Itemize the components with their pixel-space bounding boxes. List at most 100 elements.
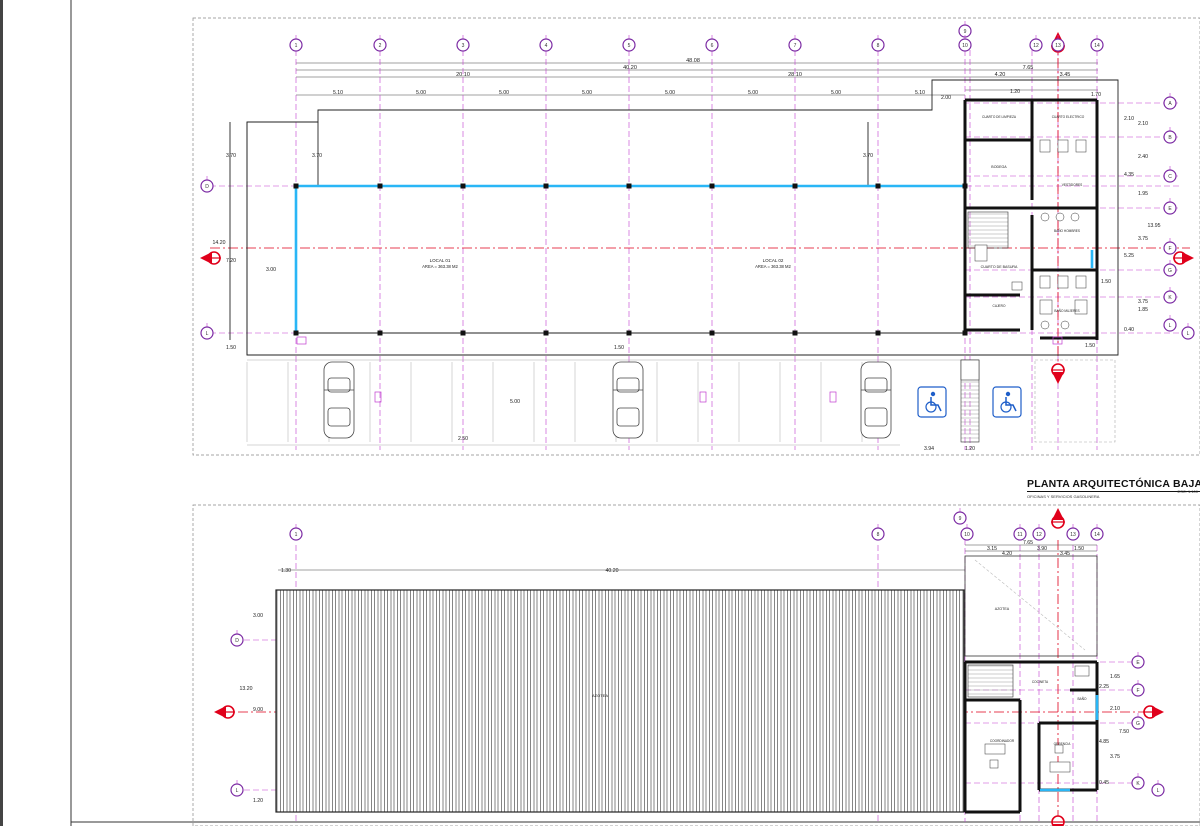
column <box>792 330 798 336</box>
dimension-lines-top <box>296 62 1098 96</box>
dimension-text: 1.95 <box>1138 191 1148 197</box>
dimension-text: 3.45 <box>1060 551 1070 557</box>
room-label-local-02: LOCAL 02 <box>763 258 784 263</box>
column <box>543 183 549 189</box>
dimension-text: 14.20 <box>213 240 226 246</box>
wheelchair-icon <box>917 386 947 418</box>
column <box>709 330 715 336</box>
axis-bubble-icon: B <box>1163 127 1177 144</box>
dimension-text: 3.00 <box>266 267 276 273</box>
column <box>460 183 466 189</box>
axis-label: 8 <box>877 532 880 538</box>
axis-label: 12 <box>1036 532 1042 538</box>
axis-bubble-icon: L <box>1181 323 1195 340</box>
dimension-text: 13.95 <box>1148 223 1161 229</box>
axis-bubble-icon: 11 <box>1013 524 1027 541</box>
axis-label: A <box>1168 101 1172 107</box>
dimension-text: 1.20 <box>1010 89 1020 95</box>
axis-label: L <box>1157 788 1160 794</box>
axis-bubble-icon: L <box>230 780 244 797</box>
axis-label: 9 <box>964 29 967 35</box>
section-marker-icon <box>1051 508 1065 529</box>
stair <box>967 211 1009 249</box>
axis-label: E <box>1168 206 1172 212</box>
dimension-text: 3.45 <box>1060 72 1071 78</box>
room-label: CAJERO <box>993 304 1006 308</box>
dimension-text: 1.50 <box>614 345 624 351</box>
dimension-text: 5.25 <box>1124 253 1134 259</box>
dimension-text: 4.85 <box>1099 739 1109 745</box>
dimension-text: 2.10 <box>1110 706 1120 712</box>
plan-scale: ESC. 1:100 <box>1177 489 1198 494</box>
room-label: GERENCIA <box>1054 742 1072 746</box>
column <box>293 183 299 189</box>
column <box>626 330 632 336</box>
dimension-text: 0.45 <box>1099 780 1109 786</box>
axis-label: E <box>1136 660 1140 666</box>
room-label-local-01: LOCAL 01 <box>430 258 451 263</box>
access-ramp <box>960 359 980 443</box>
axis-bubble-icon: G <box>1163 260 1177 277</box>
dimension-text: 1.85 <box>1138 307 1148 313</box>
room-label: COORDINADOR <box>990 739 1015 743</box>
roof-deck <box>275 589 965 813</box>
service-roof <box>964 555 1098 657</box>
column <box>377 330 383 336</box>
dimension-text: 40.20 <box>623 65 637 71</box>
axis-bubble-icon: C <box>1163 166 1177 183</box>
room-label: CUARTO DE BASURA <box>981 265 1018 269</box>
building-outline <box>229 79 1119 356</box>
dimension-text: 3.70 <box>226 153 236 159</box>
axis-label: 4 <box>545 43 548 49</box>
axis-label: D <box>235 638 239 644</box>
axis-label: L <box>1169 323 1172 329</box>
room-label: BAÑO HOMBRES <box>1054 228 1080 233</box>
section-marker-icon <box>1051 363 1065 384</box>
axis-label: 13 <box>1070 532 1076 538</box>
axis-bubble-icon: L <box>1151 780 1165 797</box>
dimension-text: 1.50 <box>1101 279 1111 285</box>
section-marker-icon <box>200 251 221 265</box>
dimension-text: 5.10 <box>915 90 925 96</box>
room-label: CUARTO DE LIMPIEZA <box>982 115 1017 119</box>
section-marker-icon <box>1173 251 1194 265</box>
axis-bubble-icon: E <box>1131 652 1145 669</box>
axis-bubble-icon: E <box>1163 198 1177 215</box>
axis-label: 8 <box>877 43 880 49</box>
axis-bubble-icon: 12 <box>1032 524 1046 541</box>
axis-bubble-icon: D <box>200 176 214 193</box>
axis-bubble-icon: 13 <box>1051 35 1065 52</box>
dimension-text: 2.40 <box>1138 154 1148 160</box>
column <box>875 183 881 189</box>
axis-label: 9 <box>959 516 962 522</box>
dimension-text: 5.00 <box>499 90 509 96</box>
dimension-text: 2.10 <box>1138 121 1148 127</box>
column <box>377 183 383 189</box>
dimension-text: 4.35 <box>1124 172 1134 178</box>
axis-label: B <box>1168 135 1172 141</box>
axis-bubble-icon: 3 <box>456 35 470 52</box>
dimension-text: 7.65 <box>1023 540 1033 546</box>
axis-bubble-icon: 8 <box>871 524 885 541</box>
axis-bubble-icon: F <box>1163 238 1177 255</box>
column <box>709 183 715 189</box>
column <box>460 330 466 336</box>
room-label: BODEGA <box>991 165 1007 169</box>
column <box>543 330 549 336</box>
dimension-text: 5.00 <box>748 90 758 96</box>
dimension-text: 3.75 <box>1138 236 1148 242</box>
axis-label: K <box>1168 295 1172 301</box>
axis-label: 1 <box>295 532 298 538</box>
dimension-text: 2.25 <box>1099 684 1109 690</box>
dimension-text: 7.65 <box>1023 65 1034 71</box>
room-label: BAÑO <box>1077 696 1087 701</box>
axis-label: G <box>1168 268 1172 274</box>
sheet-title-block: PLANTA ARQUITECTÓNICA BAJA OFICINAS Y SE… <box>1027 474 1200 499</box>
axis-bubble-icon: F <box>1131 680 1145 697</box>
dimension-text: 5.00 <box>831 90 841 96</box>
dimension-text: 40.20 <box>606 568 619 574</box>
sanitary-fixtures <box>974 139 1088 330</box>
axis-label: 10 <box>962 43 968 49</box>
axis-bubble-icon: A <box>1163 93 1177 110</box>
